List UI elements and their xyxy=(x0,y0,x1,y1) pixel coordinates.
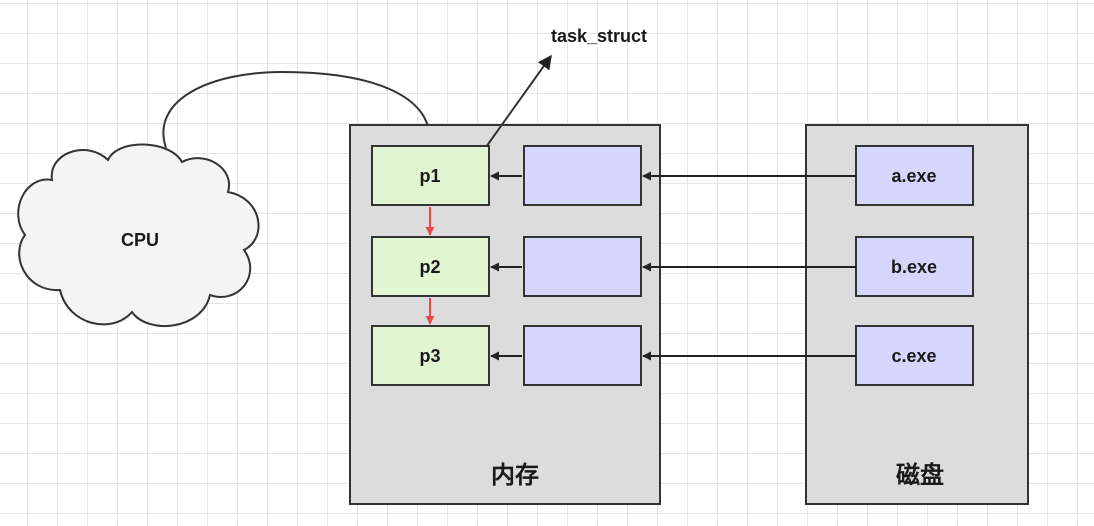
memory-block-3 xyxy=(523,325,642,386)
process-box xyxy=(371,325,490,386)
cpu-to-p1-arrow xyxy=(162,70,435,149)
process-label: p2 xyxy=(419,257,440,277)
task-struct-label: task_struct xyxy=(551,26,647,46)
cpu-cloud: CPU xyxy=(17,143,260,327)
process-label: p1 xyxy=(419,166,440,186)
process-box xyxy=(371,145,490,206)
disk-file-label: c.exe xyxy=(891,346,936,366)
disk-file-c: c.exe xyxy=(855,325,974,386)
disk-file-box xyxy=(855,145,974,206)
memory-block-1 xyxy=(523,145,642,206)
disk-file-a: a.exe xyxy=(855,145,974,206)
cpu-label: CPU xyxy=(121,230,159,250)
process-box xyxy=(371,236,490,297)
disk-file-box xyxy=(855,325,974,386)
disk-file-label: b.exe xyxy=(891,257,937,277)
disk-file-b: b.exe xyxy=(855,236,974,297)
memory-block-2 xyxy=(523,236,642,297)
cpu-cloud-shape xyxy=(17,143,260,327)
disk-title: 磁盘 xyxy=(896,461,944,489)
process-p2: p2 xyxy=(371,236,490,297)
process-p3: p3 xyxy=(371,325,490,386)
disk-file-label: a.exe xyxy=(891,166,936,186)
process-label: p3 xyxy=(419,346,440,366)
task-struct-arrow xyxy=(485,54,552,148)
memory-title: 内存 xyxy=(491,462,539,489)
process-p1: p1 xyxy=(371,145,490,206)
